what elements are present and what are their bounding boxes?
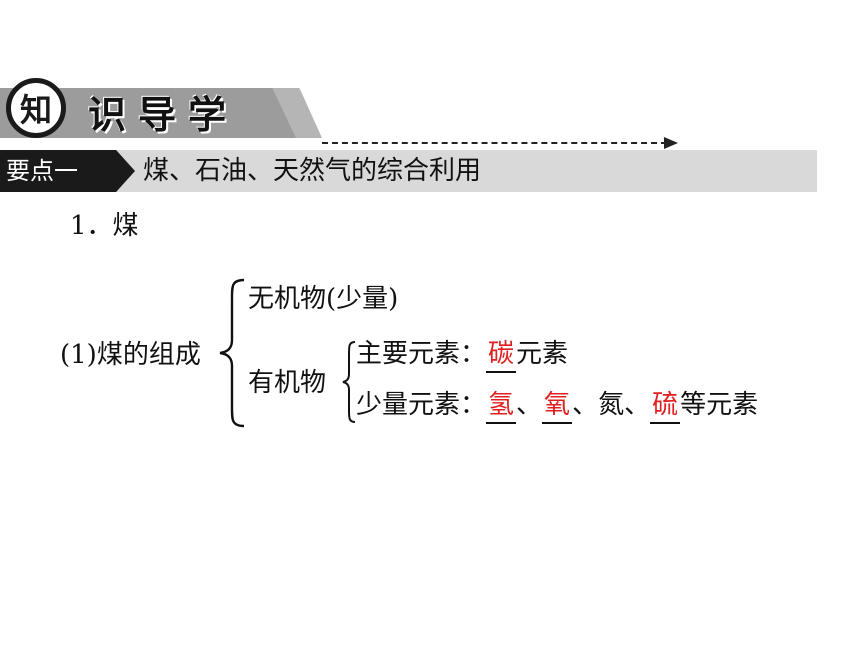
answer-blank-sulfur: 硫	[650, 388, 681, 424]
keypoint-label: 要点一	[0, 150, 135, 192]
answer-carbon: 碳	[488, 339, 515, 369]
arrowhead-icon	[664, 137, 678, 149]
answer-hydrogen: 氢	[488, 390, 515, 420]
keypoint-title: 煤、石油、天然气的综合利用	[143, 156, 482, 186]
main-elements-label: 主要元素：	[356, 339, 487, 369]
keypoint-bar	[0, 150, 817, 192]
answer-oxygen: 氧	[544, 390, 571, 420]
banner-title: 识导学	[88, 92, 239, 137]
section-heading: 1．煤	[70, 211, 139, 241]
tree-organic: 有机物	[248, 368, 327, 398]
main-elements-suffix: 元素	[516, 339, 569, 369]
answer-blank-hydrogen: 氢	[486, 388, 517, 424]
separator: 、	[516, 390, 543, 420]
dashed-arrow-line	[322, 142, 667, 144]
tree-inorganic: 无机物(少量)	[248, 284, 399, 314]
answer-sulfur: 硫	[652, 390, 679, 420]
answer-blank-carbon: 碳	[486, 337, 517, 373]
tree-root: (1)煤的组成	[60, 340, 201, 370]
big-brace-icon	[219, 278, 245, 428]
minor-elements-label: 少量元素：	[356, 390, 487, 420]
main-elements-line: 主要元素：碳元素	[356, 337, 568, 373]
zhi-badge-icon: 知	[6, 78, 66, 138]
answer-blank-oxygen: 氧	[542, 388, 573, 424]
small-brace-icon	[342, 341, 356, 423]
header-banner: 知 识导学	[0, 78, 330, 146]
minor-elements-line: 少量元素：氢、氧、氮、硫等元素	[356, 388, 758, 424]
separator-nitrogen: 、氮、	[572, 390, 651, 420]
minor-elements-suffix: 等元素	[680, 390, 759, 420]
